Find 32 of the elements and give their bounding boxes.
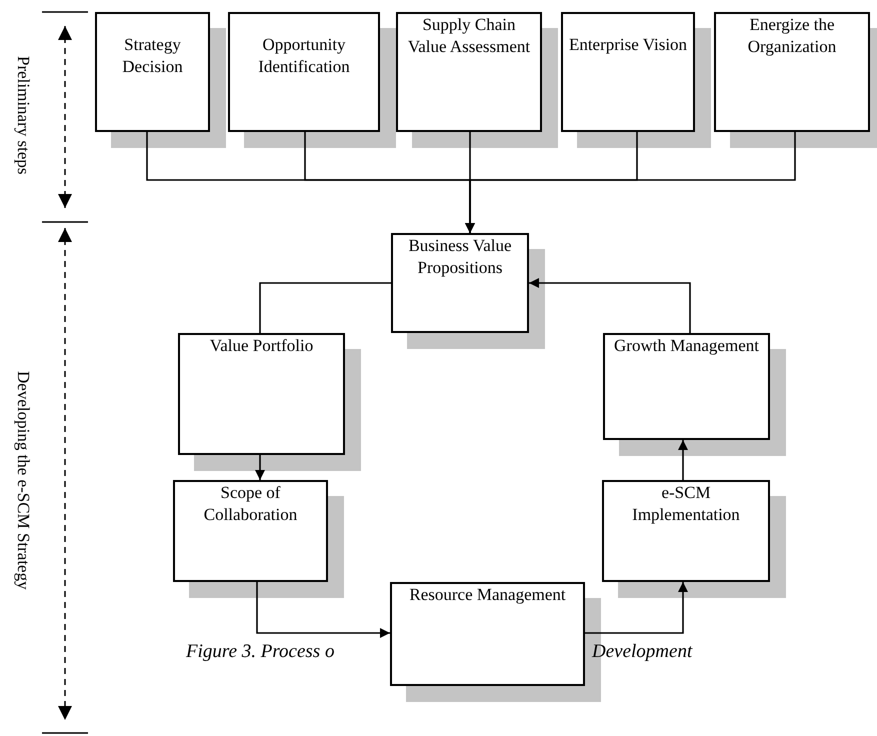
arrow (465, 132, 796, 233)
process-box (95, 12, 210, 132)
process-box (602, 480, 770, 582)
box-label: Growth Management (614, 335, 759, 357)
figure-caption: Figure 3. Process o (186, 640, 334, 664)
side-label: Preliminary steps (13, 54, 34, 176)
figure-caption: Development (592, 640, 692, 664)
box-label: e-SCM Implementation (631, 482, 741, 526)
process-box (396, 12, 542, 132)
process-box (714, 12, 870, 132)
process-box (173, 480, 328, 582)
process-box (391, 233, 529, 333)
side-label: Developing the e-SCM Strategy (13, 370, 34, 592)
box-label: Resource Management (409, 584, 566, 606)
box-label: Scope of Collaboration (202, 482, 298, 526)
process-box (561, 12, 695, 132)
process-box (390, 582, 585, 686)
box-label: Energize the Organization (746, 14, 838, 58)
box-label: Supply Chain Value Assessment (406, 14, 532, 58)
box-label: Enterprise Vision (568, 34, 688, 56)
arrow (529, 278, 691, 333)
box-label: Business Value Propositions (407, 235, 513, 279)
arrow (255, 455, 265, 480)
process-box (178, 333, 345, 455)
arrow (256, 582, 390, 638)
arrow (678, 440, 688, 480)
box-label: Opportunity Identification (257, 34, 351, 78)
arrow (585, 582, 688, 634)
box-label: Strategy Decision (121, 34, 184, 78)
process-box (228, 12, 380, 132)
box-label: Value Portfolio (210, 335, 314, 357)
process-box (603, 333, 770, 440)
